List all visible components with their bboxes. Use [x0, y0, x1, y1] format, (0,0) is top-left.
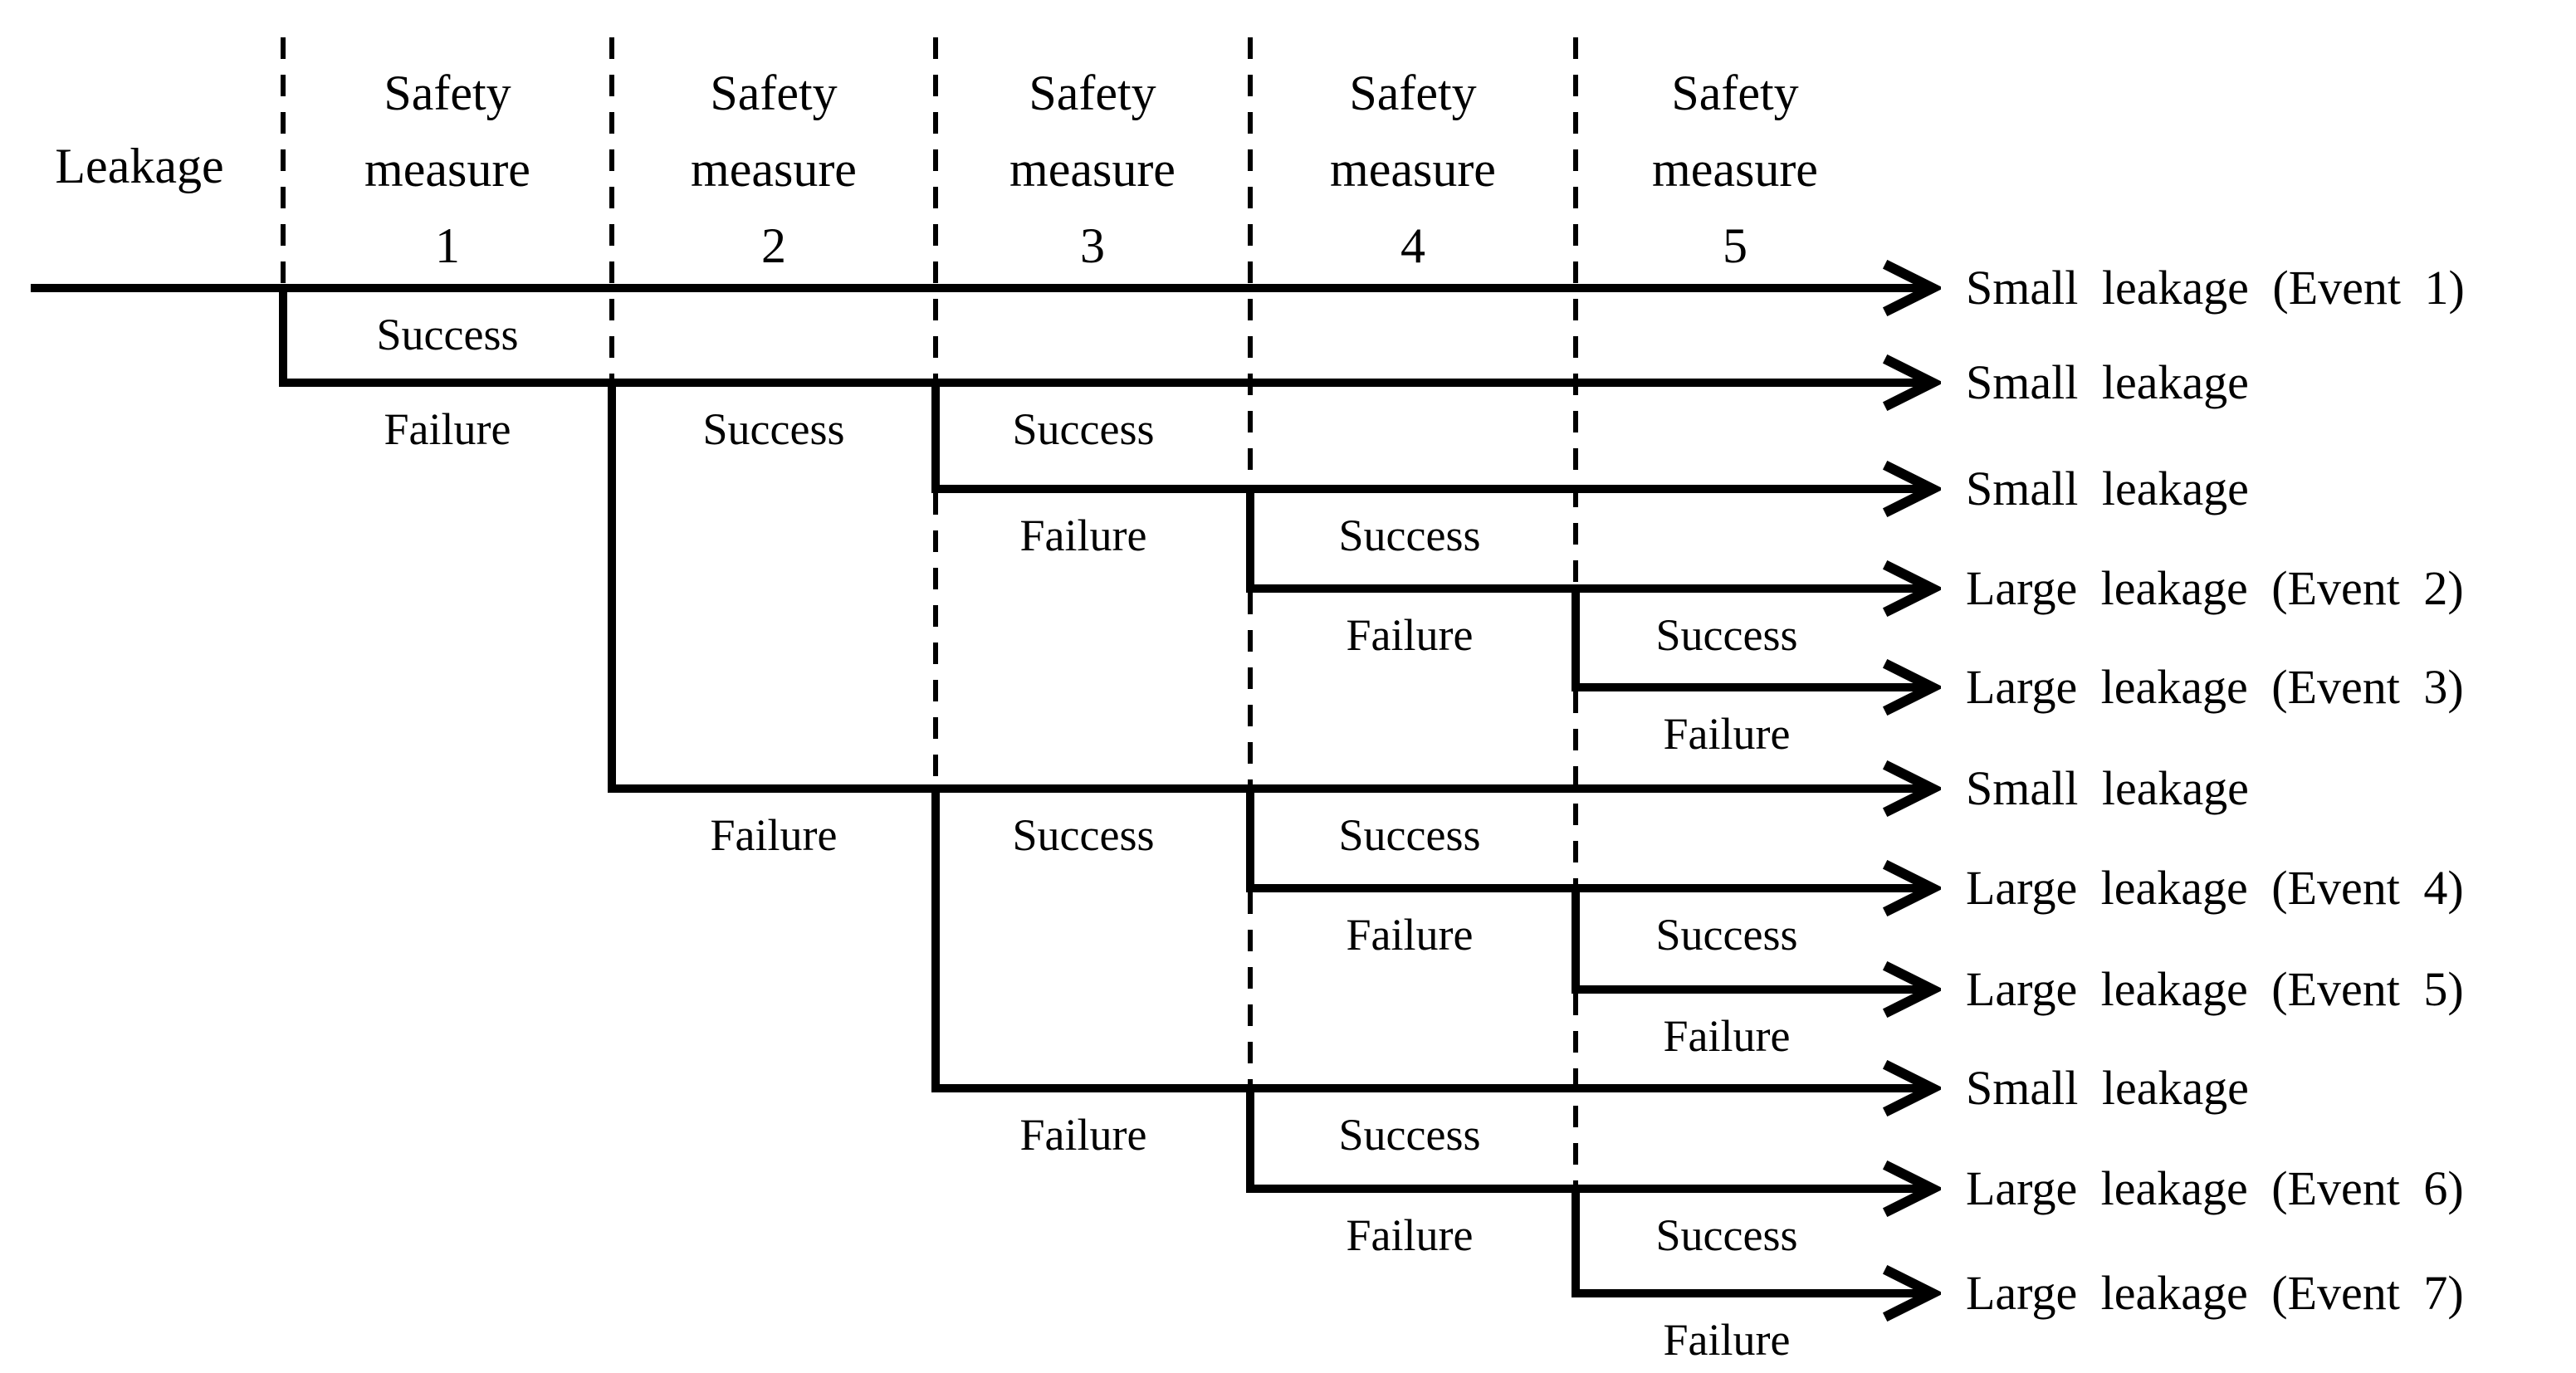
outcome-label: Small leakage (Event 1) [1966, 261, 2465, 315]
branch-drop-m5-failure [1572, 1189, 1580, 1297]
branch-label-failure: Failure [1346, 610, 1474, 660]
branch-label-failure: Failure [1019, 1110, 1147, 1160]
tree-branch-row1 [31, 284, 1924, 292]
outcome-label: Large leakage (Event 5) [1966, 962, 2464, 1016]
column-header-line: 5 [1723, 218, 1747, 273]
column-divider-3 [933, 37, 938, 379]
column-header-line: measure [364, 142, 530, 197]
arrow-icon [1881, 859, 1944, 917]
outcome-label: Large leakage (Event 4) [1966, 861, 2464, 915]
column-divider-4 [1248, 892, 1253, 1084]
column-header-line: measure [1652, 142, 1818, 197]
tree-branch-row9 [936, 1084, 1924, 1092]
column-divider-1 [281, 37, 286, 285]
initiating-event-label: Leakage [55, 139, 224, 193]
column-header-line: 1 [435, 218, 460, 273]
branch-drop-m3-failure [931, 383, 940, 493]
branch-drop-m3-failure [931, 789, 940, 1092]
branch-drop-m4-failure [1246, 1088, 1254, 1193]
column-divider-3 [933, 493, 938, 784]
branch-drop-m5-failure [1572, 888, 1580, 994]
branch-label-success: Success [1338, 511, 1481, 560]
column-header-line: 2 [761, 218, 786, 273]
branch-drop-m4-failure [1246, 489, 1254, 593]
arrow-icon [1881, 960, 1944, 1019]
branch-drop-m1-failure [279, 288, 287, 387]
column-header-line: 4 [1400, 218, 1425, 273]
branch-label-success: Success [1012, 404, 1155, 454]
column-header-safety-measure-1: Safety measure 1 [273, 55, 622, 284]
tree-branch-row8 [1576, 985, 1924, 994]
outcome-label: Small leakage [1966, 1061, 2249, 1115]
column-header-safety-measure-3: Safety measure 3 [918, 55, 1267, 284]
branch-label-failure: Failure [1346, 910, 1474, 960]
column-header-line: measure [1009, 142, 1176, 197]
arrow-icon [1881, 1264, 1944, 1322]
branch-label-success: Success [1655, 610, 1798, 660]
branch-drop-m2-failure [608, 383, 616, 793]
outcome-label: Large leakage (Event 3) [1966, 660, 2464, 714]
column-header-line: Safety [384, 66, 511, 120]
arrow-icon [1881, 1059, 1944, 1117]
outcome-label: Small leakage [1966, 355, 2249, 409]
tree-branch-row3 [936, 485, 1924, 493]
branch-label-failure: Failure [1663, 709, 1791, 759]
column-header-line: measure [691, 142, 857, 197]
branch-label-failure: Failure [1663, 1011, 1791, 1061]
outcome-label: Small leakage [1966, 462, 2249, 515]
branch-label-failure: Failure [384, 404, 511, 454]
column-header-safety-measure-5: Safety measure 5 [1561, 55, 1909, 284]
column-divider-4 [1248, 593, 1253, 784]
column-divider-4 [1248, 37, 1253, 485]
column-header-line: 3 [1080, 218, 1105, 273]
branch-label-success: Success [1012, 810, 1155, 860]
arrow-icon [1881, 559, 1944, 618]
tree-branch-row4 [1250, 584, 1924, 593]
column-divider-2 [609, 37, 614, 379]
branch-label-failure: Failure [710, 810, 838, 860]
column-header-line: Safety [1671, 66, 1799, 120]
column-header-line: Safety [1029, 66, 1156, 120]
arrow-icon [1881, 259, 1944, 317]
column-header-safety-measure-2: Safety measure 2 [599, 55, 948, 284]
tree-branch-row6 [612, 784, 1924, 793]
arrow-icon [1881, 460, 1944, 518]
outcome-label: Small leakage [1966, 761, 2249, 815]
branch-label-success: Success [1655, 910, 1798, 960]
arrow-icon [1881, 760, 1944, 818]
tree-branch-row7 [1250, 884, 1924, 892]
branch-label-success: Success [376, 310, 519, 359]
branch-drop-m4-failure [1246, 789, 1254, 892]
outcome-label: Large leakage (Event 6) [1966, 1161, 2464, 1215]
branch-label-success: Success [1338, 1110, 1481, 1160]
column-header-safety-measure-4: Safety measure 4 [1239, 55, 1587, 284]
branch-drop-m5-failure [1572, 589, 1580, 691]
tree-branch-row10 [1250, 1185, 1924, 1193]
branch-label-failure: Failure [1346, 1210, 1474, 1260]
outcome-label: Large leakage (Event 7) [1966, 1266, 2464, 1320]
tree-branch-row5 [1576, 683, 1924, 691]
column-header-line: Safety [1349, 66, 1477, 120]
tree-branch-row2 [283, 379, 1924, 387]
branch-label-success: Success [1338, 810, 1481, 860]
branch-label-failure: Failure [1663, 1315, 1791, 1365]
arrow-icon [1881, 1160, 1944, 1218]
column-header-line: measure [1330, 142, 1496, 197]
branch-label-success: Success [1655, 1210, 1798, 1260]
branch-label-success: Success [702, 404, 845, 454]
branch-label-failure: Failure [1019, 511, 1147, 560]
arrow-icon [1881, 354, 1944, 412]
outcome-label: Large leakage (Event 2) [1966, 561, 2464, 615]
tree-branch-row11 [1576, 1289, 1924, 1297]
column-header-line: Safety [710, 66, 838, 120]
column-divider-5 [1573, 37, 1578, 584]
arrow-icon [1881, 658, 1944, 716]
